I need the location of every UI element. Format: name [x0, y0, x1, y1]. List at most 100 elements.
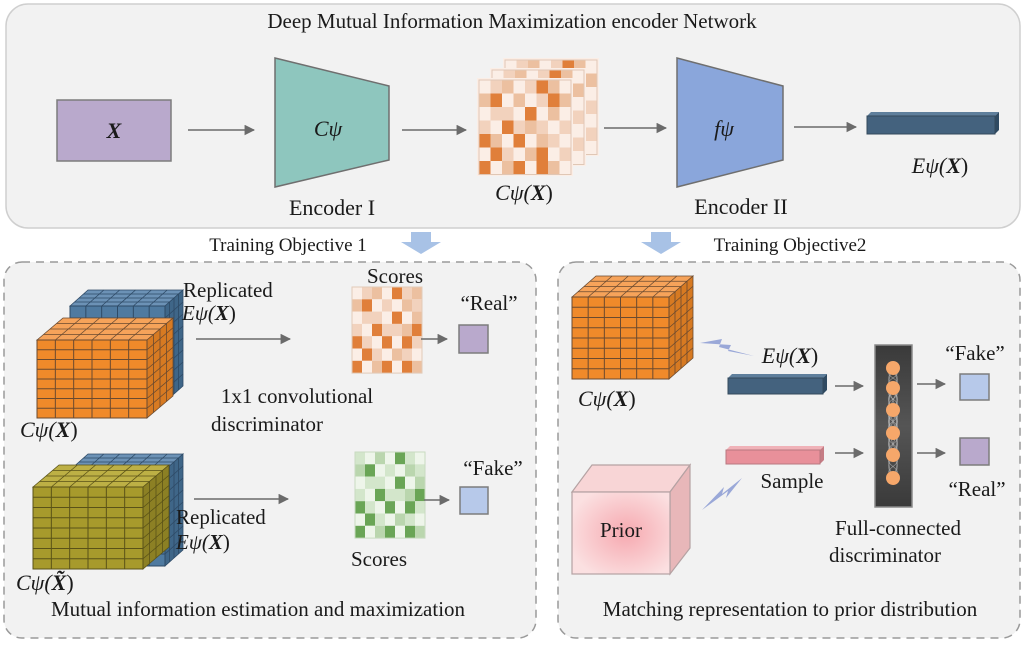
score-cell	[395, 525, 405, 539]
fc-connection	[888, 409, 898, 479]
score-cell	[559, 93, 571, 107]
fc-discriminator-line2: discriminator	[829, 543, 941, 567]
replicated-expr-fake: Eψ(X)	[175, 530, 230, 554]
encoder2-trapezoid	[676, 57, 784, 188]
feature-map-layer	[477, 78, 573, 176]
score-cell	[405, 452, 415, 465]
score-cell	[365, 513, 375, 526]
fc-neuron	[886, 448, 900, 462]
score-cell	[536, 161, 548, 175]
score-cell	[412, 336, 422, 349]
score-cell	[402, 336, 412, 349]
score-cell	[362, 336, 372, 349]
score-cell	[375, 476, 385, 489]
score-cell	[572, 83, 584, 97]
score-cell	[513, 80, 525, 94]
score-cell	[513, 107, 525, 121]
score-cell	[526, 70, 538, 84]
score-cell	[559, 107, 571, 121]
score-cell	[548, 80, 560, 94]
score-cell	[385, 464, 395, 477]
score-cell	[536, 80, 548, 94]
score-cell	[502, 134, 514, 148]
fake-scores-grid	[354, 451, 426, 539]
score-cell	[502, 93, 514, 107]
fc-discriminator-line1: Full-connected	[835, 516, 961, 540]
score-cell	[395, 513, 405, 526]
grid-border	[478, 79, 572, 175]
real-scores-label: Scores	[367, 264, 423, 288]
score-cell	[392, 323, 402, 337]
score-cell	[502, 107, 514, 121]
score-cell	[525, 134, 537, 148]
score-cell	[490, 161, 502, 175]
score-cell	[365, 476, 375, 489]
score-cell	[355, 476, 365, 489]
score-cell	[382, 311, 392, 324]
score-cell	[352, 299, 362, 312]
prior-label: Prior	[600, 518, 642, 542]
score-cell	[502, 120, 514, 134]
score-cell	[528, 60, 540, 74]
score-cell	[355, 501, 365, 514]
score-cell	[585, 141, 597, 155]
score-cell	[382, 323, 392, 337]
score-cell	[385, 488, 395, 502]
score-cell	[365, 452, 375, 465]
score-cell	[513, 134, 525, 148]
score-cell	[382, 287, 392, 300]
score-cell	[513, 147, 525, 161]
score-cell	[405, 513, 415, 526]
sample-bar	[725, 446, 824, 465]
score-cell	[561, 70, 573, 84]
score-cell	[385, 501, 395, 514]
score-cell	[490, 134, 502, 148]
score-cell	[548, 120, 560, 134]
feature-cube-obj2-caption: Cψ(X)	[578, 386, 636, 411]
score-cell	[352, 348, 362, 361]
score-cell	[405, 525, 415, 539]
score-cell	[392, 311, 402, 324]
feature-cube-fake	[31, 464, 171, 570]
score-cell	[355, 464, 365, 477]
score-cell	[405, 501, 415, 514]
score-cell	[375, 501, 385, 514]
score-cell	[525, 161, 537, 175]
score-cell	[490, 80, 502, 94]
feature-map-caption: Cψ(X)	[495, 180, 553, 205]
score-cell	[375, 464, 385, 477]
score-cell	[536, 147, 548, 161]
score-cell	[502, 80, 514, 94]
score-cell	[503, 70, 515, 84]
objective1-heading: Training Objective 1	[209, 235, 367, 256]
score-cell	[415, 513, 425, 526]
fc-connection	[888, 387, 898, 456]
score-cell	[536, 93, 548, 107]
score-cell	[479, 161, 491, 175]
grid-border	[354, 451, 426, 539]
score-cell	[551, 60, 563, 74]
score-cell	[392, 299, 402, 312]
fc-neuron	[886, 403, 900, 417]
objective2-heading: Training Objective2	[714, 235, 867, 256]
feature-cube-obj2	[570, 275, 695, 380]
score-cell	[585, 60, 597, 74]
score-cell	[572, 124, 584, 138]
score-cell	[392, 287, 402, 300]
score-cell	[559, 161, 571, 175]
score-cell	[585, 87, 597, 101]
score-cell	[372, 323, 382, 337]
score-cell	[395, 476, 405, 489]
feature-cube-real	[35, 317, 175, 419]
encoding-label-obj2: Eψ(X)	[761, 343, 818, 368]
score-cell	[513, 120, 525, 134]
flow-arrow-objective1	[401, 232, 441, 254]
score-cell	[395, 501, 405, 514]
sample-label: Sample	[761, 469, 824, 493]
score-cell	[362, 287, 372, 300]
score-cell	[412, 323, 422, 337]
score-cell	[538, 70, 550, 84]
score-cell	[402, 323, 412, 337]
score-cell	[402, 348, 412, 361]
score-cell	[536, 120, 548, 134]
